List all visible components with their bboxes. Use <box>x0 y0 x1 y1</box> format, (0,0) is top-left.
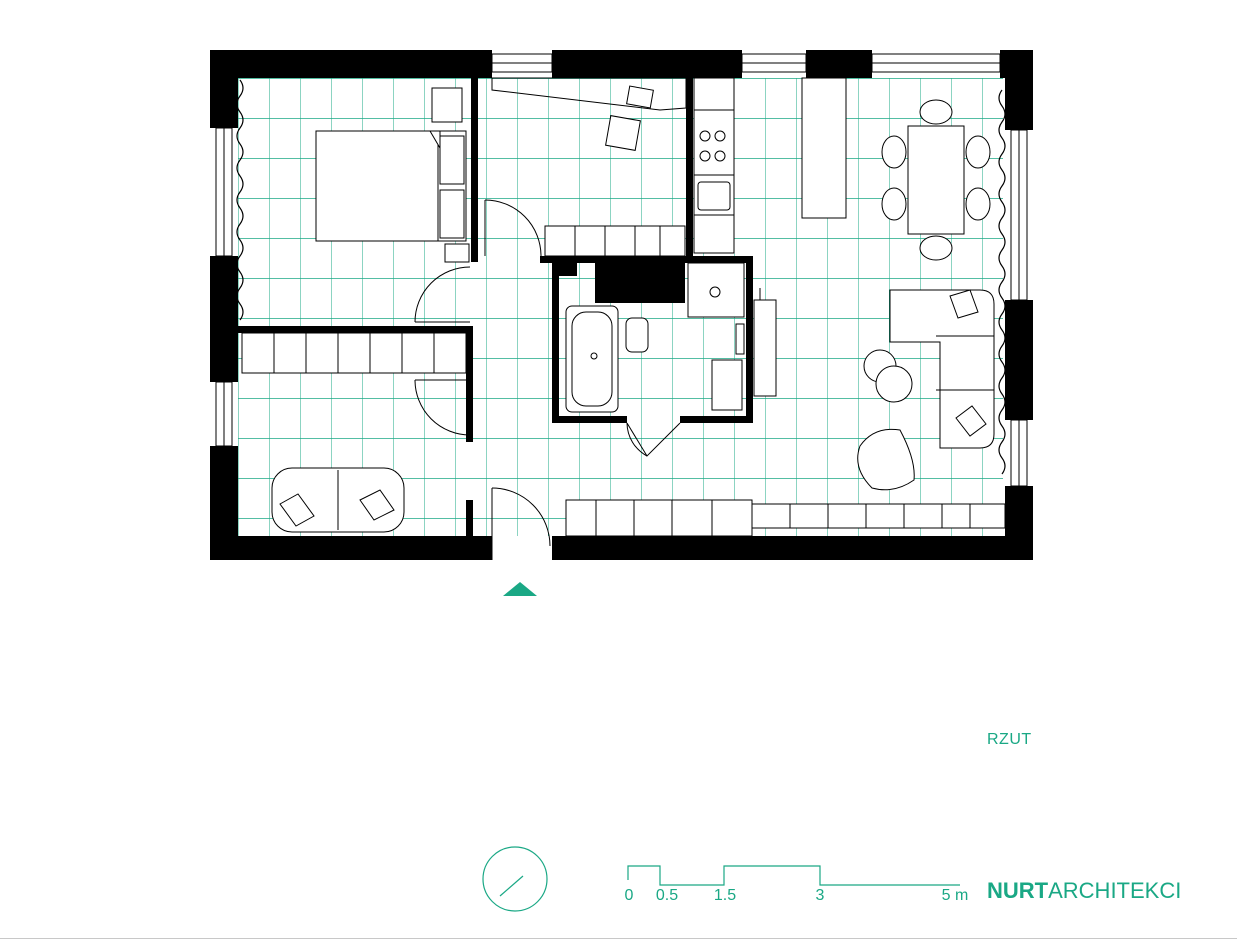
office-corner <box>491 77 687 257</box>
exterior-walls <box>210 50 1033 560</box>
wardrobe <box>241 332 467 374</box>
scale-bar <box>627 865 960 886</box>
scale-tick-3: 3 <box>815 887 825 904</box>
kitchen-units <box>693 77 847 254</box>
windows <box>215 53 1028 487</box>
bottom-divider <box>0 938 1237 939</box>
sheet-title: RZUT <box>987 731 1032 748</box>
logo-bold: NURT <box>987 878 1049 903</box>
scale-tick-0: 0 <box>624 887 634 904</box>
entrance-arrow-icon <box>503 582 537 596</box>
scale-tick-1-5: 1.5 <box>713 887 737 904</box>
dining-set <box>881 99 991 261</box>
scale-tick-5m: 5 m <box>941 887 969 904</box>
desk-chair <box>605 115 641 151</box>
window-bench <box>751 503 1006 529</box>
toilet <box>625 317 649 353</box>
bathroom <box>565 262 745 413</box>
logo-light: ARCHITEKCI <box>1048 878 1182 903</box>
living-room-furniture <box>565 288 1006 537</box>
bedroom-furniture <box>315 87 470 263</box>
armchair <box>857 428 915 491</box>
nightstand <box>431 87 463 123</box>
laptop <box>626 85 654 109</box>
company-logo: NURTARCHITEKCI <box>987 878 1181 904</box>
kitchen-island <box>801 77 847 219</box>
interior-walls <box>238 78 753 536</box>
dining-table <box>907 125 965 235</box>
washbasin <box>711 359 743 411</box>
sofa-guest <box>271 467 405 533</box>
scale-tick-0-5: 0.5 <box>655 887 679 904</box>
media-unit <box>753 299 777 397</box>
doors <box>414 199 681 560</box>
stool <box>444 243 470 263</box>
north-arrow-icon <box>482 846 548 912</box>
curtains <box>236 79 1006 475</box>
